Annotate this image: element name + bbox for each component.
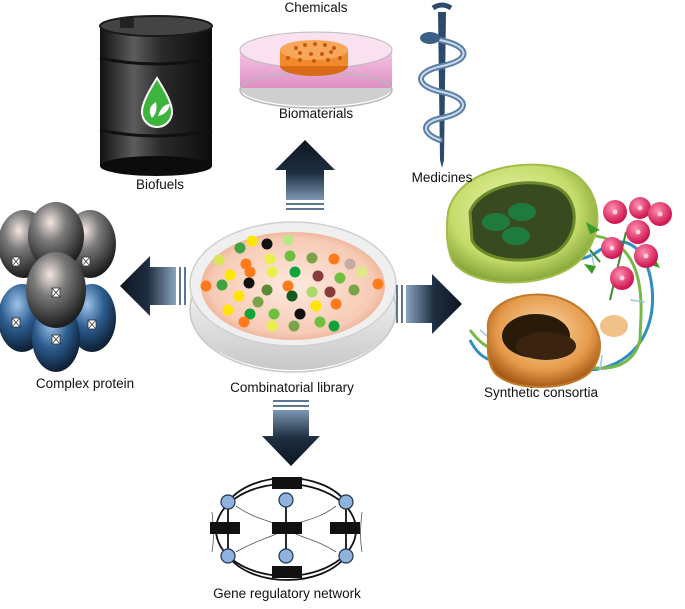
- medicines-label: Medicines: [411, 170, 473, 185]
- biomaterials-label: Biomaterials: [278, 106, 354, 121]
- chemicals-label: Chemicals: [284, 0, 348, 15]
- protein-complex-icon: [0, 202, 116, 372]
- network-icon: [210, 477, 363, 581]
- combinatorial-library-dish: [189, 221, 397, 373]
- arrow-down-icon: [262, 400, 320, 466]
- caduceus-icon: [418, 2, 467, 168]
- arrow-up-icon: [275, 140, 335, 210]
- synthetic-consortia-label: Synthetic consortia: [483, 385, 599, 400]
- biofuels-label: Biofuels: [135, 177, 185, 192]
- combinatorial-library-label: Combinatorial library: [230, 380, 354, 395]
- arrow-right-icon: [396, 274, 462, 334]
- gene-regulatory-network-label: Gene regulatory network: [213, 586, 361, 601]
- oil-barrel-icon: [99, 15, 213, 176]
- arrow-left-icon: [120, 256, 186, 316]
- microbial-consortia-icon: [445, 163, 672, 388]
- complex-protein-label: Complex protein: [35, 376, 135, 391]
- petri-dish-icon: [239, 31, 393, 109]
